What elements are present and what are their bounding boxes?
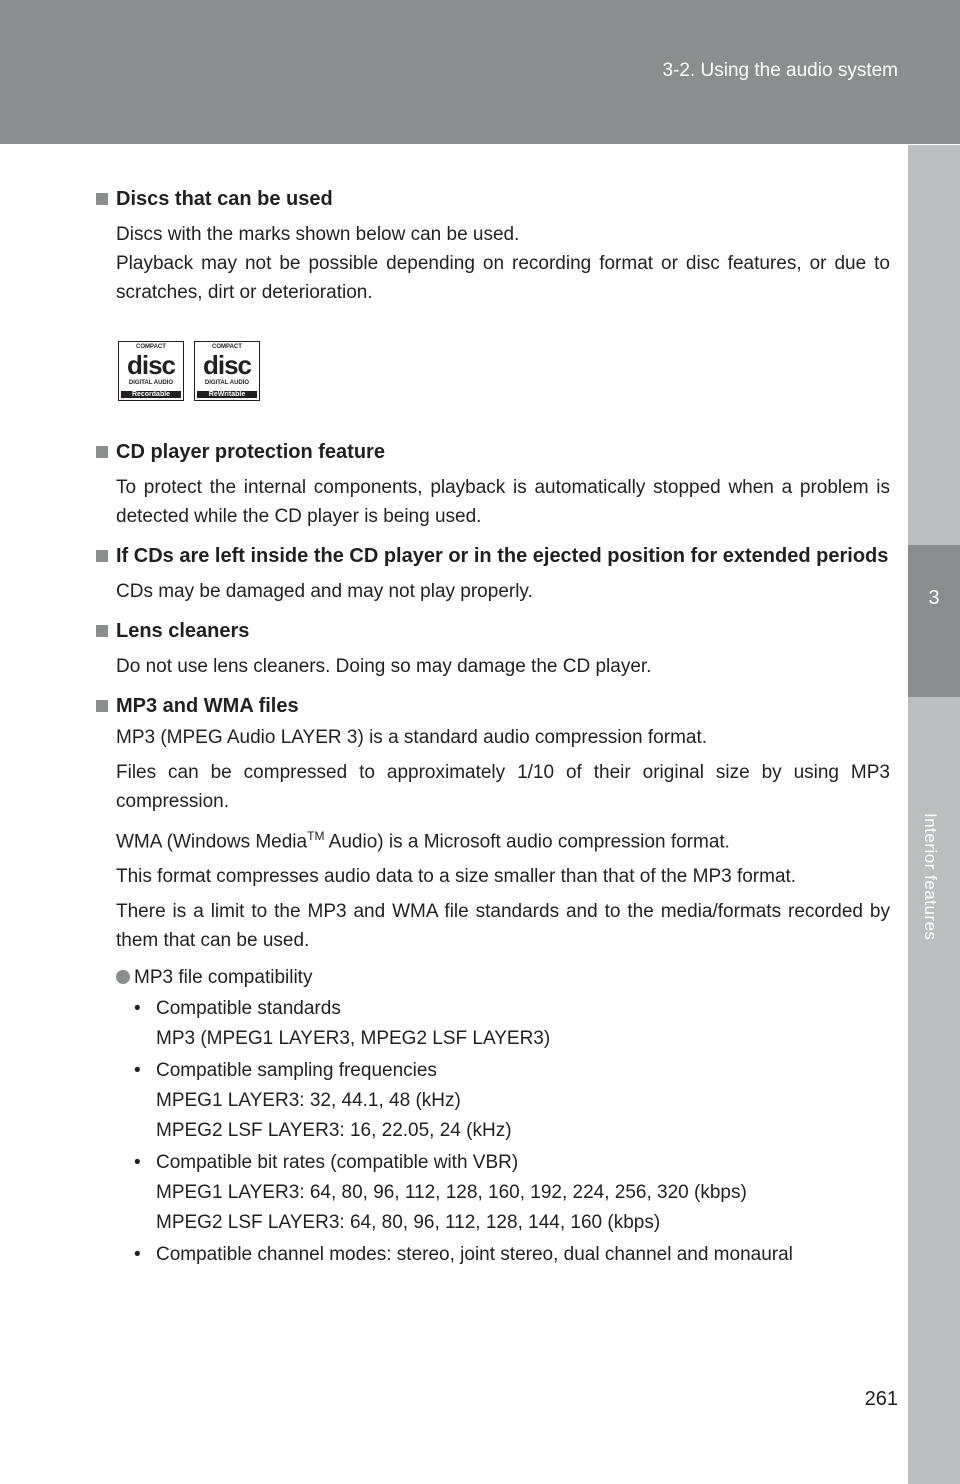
paragraph: WMA (Windows MediaTM Audio) is a Microso… [116, 829, 730, 853]
paragraph: Files can be compressed to approximately… [116, 762, 890, 812]
list-item-title: Compatible bit rates (compatible with VB… [156, 1152, 519, 1174]
sub-heading: MP3 file compatibility [96, 963, 890, 992]
list-item: • Compatible channel modes: stereo, joint… [96, 1240, 890, 1270]
list-item: • Compatible bit rates (compatible with V… [96, 1148, 890, 1238]
chapter-number: 3 [928, 587, 940, 609]
paragraph: Discs with the marks shown below can be … [116, 224, 520, 245]
section-heading: If CDs are left inside the CD player or … [96, 541, 890, 571]
list-item-title: Compatible sampling frequencies [156, 1060, 437, 1082]
chapter-label: Interior features [921, 813, 940, 941]
list-item-title: Compatible standards [156, 998, 341, 1020]
bullet-icon: • [134, 998, 141, 1020]
list-item-line: MPEG1 LAYER3: 32, 44.1, 48 (kHz) [156, 1090, 461, 1112]
paragraph: MP3 (MPEG Audio LAYER 3) is a standard a… [116, 727, 708, 748]
square-bullet-icon [96, 193, 108, 205]
bullet-icon: • [134, 1152, 141, 1174]
list-item-line: MPEG1 LAYER3: 64, 80, 96, 112, 128, 160,… [156, 1182, 747, 1204]
section-heading: CD player protection feature [96, 437, 890, 467]
cd-rewritable-logo: COMPACT disc DIGITAL AUDIO ReWritable [194, 341, 260, 401]
paragraph: Do not use lens cleaners. Doing so may d… [116, 656, 652, 677]
square-bullet-icon [96, 625, 108, 637]
square-bullet-icon [96, 700, 108, 712]
paragraph: Playback may not be possible depending o… [116, 253, 890, 303]
paragraph: CDs may be damaged and may not play prop… [116, 581, 533, 602]
circle-bullet-icon [116, 970, 130, 985]
chapter-side-tab: 3 Interior features [908, 145, 960, 1484]
paragraph: This format compresses audio data to a s… [116, 866, 797, 888]
square-bullet-icon [96, 446, 108, 458]
paragraph: There is a limit to the MP3 and WMA file… [116, 901, 890, 952]
section-heading: Discs that can be used [96, 184, 890, 214]
section-title: 3-2. Using the audio system [662, 60, 898, 81]
list-item-line: MPEG2 LSF LAYER3: 64, 80, 96, 112, 128, … [156, 1212, 661, 1234]
square-bullet-icon [96, 550, 108, 562]
section-heading: MP3 and WMA files [96, 691, 890, 721]
page-number: 261 [864, 1388, 898, 1410]
bullet-icon: • [134, 1244, 141, 1266]
list-item-title: Compatible channel modes: stereo, joint … [156, 1244, 793, 1266]
list-item-line: MPEG2 LSF LAYER3: 16, 22.05, 24 (kHz) [156, 1120, 512, 1142]
section-heading: Lens cleaners [96, 616, 890, 646]
list-item-line: MP3 (MPEG1 LAYER3, MPEG2 LSF LAYER3) [156, 1028, 551, 1050]
cd-recordable-logo: COMPACT disc DIGITAL AUDIO Recordable [118, 341, 184, 401]
paragraph: To protect the internal components, play… [116, 477, 890, 527]
bullet-icon: • [134, 1060, 141, 1082]
disc-logos: COMPACT disc DIGITAL AUDIO Recordable CO… [96, 341, 890, 405]
page-content: Discs that can be used Discs with the ma… [96, 184, 890, 1270]
page-header: 3-2. Using the audio system [0, 0, 960, 144]
